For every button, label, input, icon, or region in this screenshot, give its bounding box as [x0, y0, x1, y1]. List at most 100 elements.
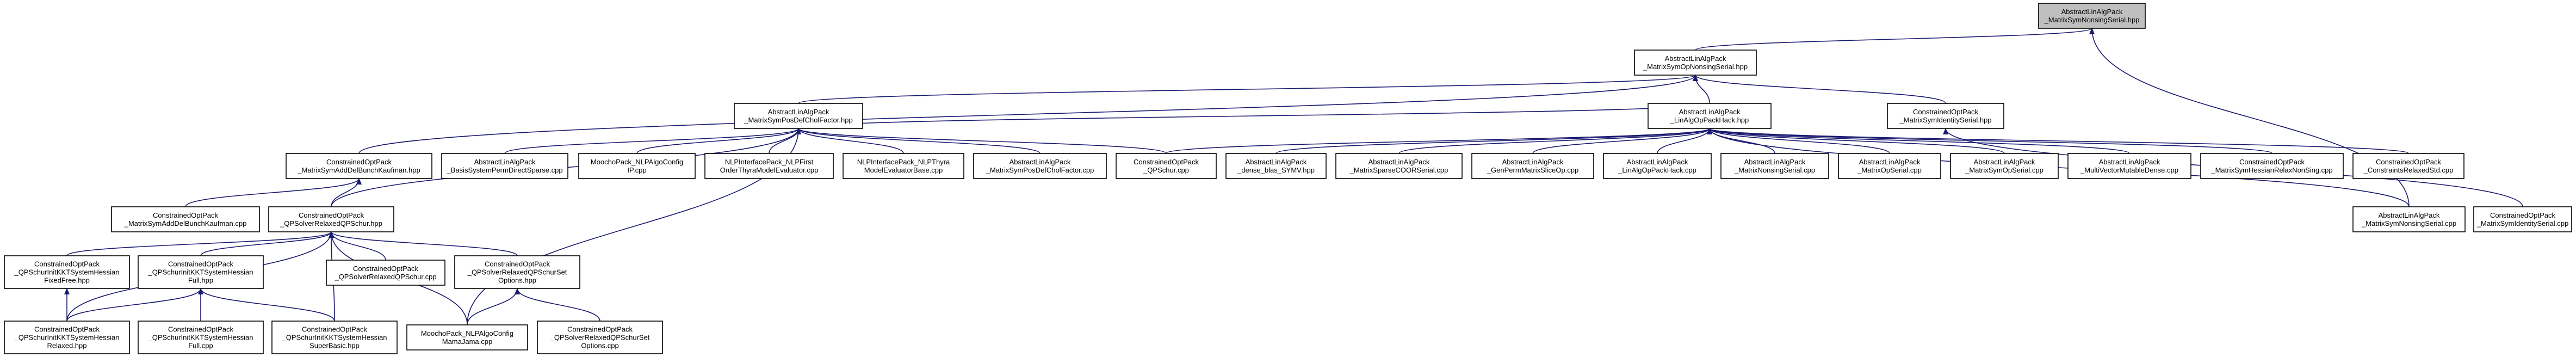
node-label-line: AbstractLinAlgPack — [768, 108, 829, 116]
dependency-edge — [1707, 128, 2130, 154]
file-node-multivec[interactable]: AbstractLinAlgPack_MultiVectorMutableDen… — [2067, 153, 2191, 179]
node-box — [1950, 153, 2059, 179]
file-node-setopt-hpp[interactable]: ConstrainedOptPack_QPSolverRelaxedQPSchu… — [454, 255, 580, 289]
node-label-line: ConstrainedOptPack — [326, 158, 392, 166]
node-label-line: MamaJama.cpp — [442, 337, 492, 346]
node-box — [1838, 153, 1941, 179]
file-node-qpschur-cpp[interactable]: ConstrainedOptPack_QPSchur.cpp — [1116, 153, 1217, 179]
node-box — [138, 255, 264, 289]
node-box — [1887, 103, 2004, 129]
node-label-line: _QPSchurInitKKTSystemHessian — [282, 334, 387, 342]
file-node-dense-blas[interactable]: AbstractLinAlgPack_dense_blas_SYMV.hpp — [1225, 153, 1327, 179]
node-label-line: ConstrainedOptPack — [567, 325, 633, 334]
node-label-line: ConstrainedOptPack — [168, 260, 233, 268]
node-label-line: _LinAlgOpPackHack.cpp — [1618, 166, 1696, 174]
node-label-line: AbstractLinAlgPack — [2061, 8, 2123, 16]
node-label-line: ConstrainedOptPack — [2376, 158, 2441, 166]
node-label-line: AbstractLinAlgPack — [1859, 158, 1921, 166]
node-box — [2038, 3, 2146, 29]
file-node-lapack-hpp[interactable]: AbstractLinAlgPack_LinAlgOpPackHack.hpp — [1648, 103, 1772, 129]
file-node-mspdc[interactable]: AbstractLinAlgPack_MatrixSymPosDefCholFa… — [734, 103, 863, 129]
node-label-line: IP.cpp — [627, 166, 646, 174]
node-label-line: _MatrixOpSerial.cpp — [1857, 166, 1922, 174]
node-label-line: _LinAlgOpPackHack.hpp — [1670, 116, 1749, 124]
file-node-kktfull-cpp[interactable]: ConstrainedOptPack_QPSchurInitKKTSystemH… — [138, 321, 264, 354]
file-node-root[interactable]: AbstractLinAlgPack_MatrixSymNonsingSeria… — [2038, 3, 2146, 29]
node-label-line: ConstrainedOptPack — [34, 325, 100, 334]
file-node-msid-cpp[interactable]: ConstrainedOptPack_MatrixSymIdentitySeri… — [2473, 206, 2572, 232]
file-node-msnonsing-cpp[interactable]: AbstractLinAlgPack_MatrixSymNonsingSeria… — [2352, 206, 2466, 232]
file-node-msond[interactable]: AbstractLinAlgPack_MatrixSymOpNonsingSer… — [1634, 50, 1757, 76]
file-node-basis-cpp[interactable]: AbstractLinAlgPack_BasisSystemPermDirect… — [441, 153, 568, 179]
dependency-edge — [1707, 128, 2272, 154]
dependency-edge — [1166, 128, 1712, 154]
node-label-line: Full.hpp — [188, 276, 213, 285]
node-label-line: _QPSchurInitKKTSystemHessian — [148, 268, 253, 276]
node-label-line: Relaxed.hpp — [47, 342, 87, 350]
file-node-genperm[interactable]: AbstractLinAlgPack_GenPermMatrixSliceOp.… — [1471, 153, 1594, 179]
file-node-msaddel-cpp[interactable]: ConstrainedOptPack_MatrixSymAddDelBunchK… — [111, 206, 260, 232]
node-label-line: ConstrainedOptPack — [1913, 108, 1978, 116]
node-label-line: _BasisSystemPermDirectSparse.cpp — [446, 166, 562, 174]
node-label-line: ConstrainedOptPack — [168, 325, 233, 334]
file-node-constrstd[interactable]: ConstrainedOptPack_ConstraintsRelaxedStd… — [2352, 153, 2464, 179]
node-label-line: _QPSolverRelaxedQPSchur.cpp — [334, 273, 436, 281]
node-box — [454, 255, 580, 289]
node-label-line: AbstractLinAlgPack — [1665, 54, 1726, 63]
file-node-msid-hpp[interactable]: ConstrainedOptPack_MatrixSymIdentitySeri… — [1887, 103, 2004, 129]
dependency-edge — [1707, 128, 2409, 154]
node-box — [704, 153, 834, 179]
node-box — [2352, 206, 2466, 232]
dependency-edge — [1707, 128, 2005, 154]
node-label-line: Options.hpp — [498, 276, 536, 285]
file-node-coor[interactable]: AbstractLinAlgPack_MatrixSparseCOORSeria… — [1335, 153, 1463, 179]
file-node-kktsuper[interactable]: ConstrainedOptPack_QPSchurInitKKTSystemH… — [271, 321, 398, 354]
file-node-mnonsing[interactable]: AbstractLinAlgPack_MatrixNonsingSerial.c… — [1720, 153, 1829, 179]
file-node-mspdc-cpp[interactable]: AbstractLinAlgPack_MatrixSymPosDefCholFa… — [973, 153, 1107, 179]
file-node-hessfactor[interactable]: ConstrainedOptPack_MatrixSymHessianRelax… — [2200, 153, 2344, 179]
node-label-line: OrderThyraModelEvaluator.cpp — [720, 166, 819, 174]
dependency-edge — [200, 231, 334, 256]
file-node-nlpthyra[interactable]: NLPInterfacePack_NLPThyraModelEvaluatorB… — [843, 153, 964, 179]
dependency-edge — [636, 128, 801, 154]
dependency-edge — [504, 128, 801, 154]
node-box — [1720, 153, 1829, 179]
dependency-edge — [1657, 128, 1712, 154]
node-box — [578, 153, 696, 179]
node-box — [1471, 153, 1594, 179]
node-label-line: _MatrixSymNonsingSerial.hpp — [2044, 16, 2140, 24]
file-node-lapack-cpp[interactable]: AbstractLinAlgPack_LinAlgOpPackHack.cpp — [1603, 153, 1712, 179]
file-node-mop[interactable]: AbstractLinAlgPack_MatrixOpSerial.cpp — [1838, 153, 1941, 179]
dependency-edge — [515, 288, 600, 322]
node-label-line: _MatrixSymIdentitySerial.cpp — [2476, 219, 2568, 227]
node-label-line: AbstractLinAlgPack — [1974, 158, 2035, 166]
file-node-setopt-cpp[interactable]: ConstrainedOptPack_QPSolverRelaxedQPSchu… — [537, 321, 663, 354]
file-node-qpsrqps-hpp[interactable]: ConstrainedOptPack_QPSolverRelaxedQPSchu… — [268, 206, 394, 232]
file-node-nlpfirst[interactable]: NLPInterfacePack_NLPFirstOrderThyraModel… — [704, 153, 834, 179]
file-node-qpsrqps-cpp[interactable]: ConstrainedOptPack_QPSolverRelaxedQPSchu… — [326, 260, 445, 286]
dependency-edge — [1398, 128, 1712, 154]
node-label-line: AbstractLinAlgPack — [1010, 158, 1071, 166]
node-box — [406, 324, 528, 350]
file-node-kktfixed[interactable]: ConstrainedOptPack_QPSchurInitKKTSystemH… — [4, 255, 130, 289]
node-label-line: _QPSchurInitKKTSystemHessian — [148, 334, 253, 342]
node-label-line: _MatrixSymOpSerial.cpp — [1965, 166, 2044, 174]
node-label-line: AbstractLinAlgPack — [1744, 158, 1806, 166]
file-node-msaddel-hpp[interactable]: ConstrainedOptPack_MatrixSymAddDelBunchK… — [286, 153, 432, 179]
node-label-line: _GenPermMatrixSliceOp.cpp — [1487, 166, 1578, 174]
node-label-line: ConstrainedOptPack — [1134, 158, 1199, 166]
node-label-line: _QPSolverRelaxedQPSchurSet — [467, 268, 567, 276]
node-box — [2067, 153, 2191, 179]
file-node-kktrelaxed[interactable]: ConstrainedOptPack_QPSchurInitKKTSystemH… — [4, 321, 130, 354]
node-label-line: _MatrixSymHessianRelaxNonSing.cpp — [2210, 166, 2332, 174]
node-label-line: _dense_blas_SYMV.hpp — [1237, 166, 1315, 174]
node-label-line: AbstractLinAlgPack — [474, 158, 536, 166]
dependency-edge — [331, 178, 362, 207]
dependency-edge — [796, 128, 904, 154]
dependency-edge — [329, 231, 518, 256]
node-label-line: _MatrixSparseCOORSerial.cpp — [1349, 166, 1448, 174]
file-node-kktfull-hpp[interactable]: ConstrainedOptPack_QPSchurInitKKTSystemH… — [138, 255, 264, 289]
file-node-msymop[interactable]: AbstractLinAlgPack_MatrixSymOpSerial.cpp — [1950, 153, 2059, 179]
